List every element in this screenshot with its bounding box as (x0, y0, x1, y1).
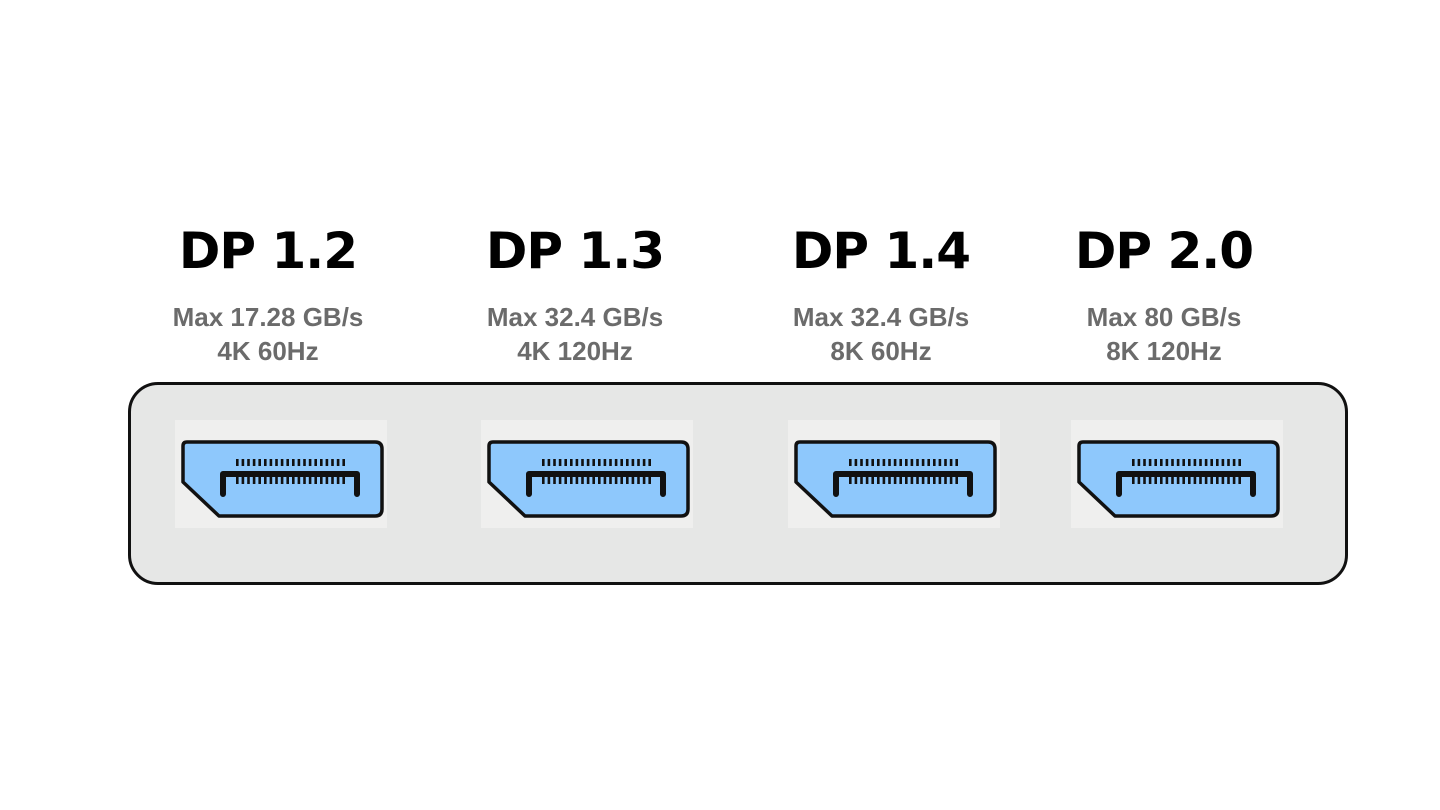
version-dp-1-3: DP 1.3 Max 32.4 GB/s 4K 120Hz (425, 222, 725, 368)
displayport-icon (1077, 440, 1280, 518)
version-dp-1-2: DP 1.2 Max 17.28 GB/s 4K 60Hz (118, 222, 418, 368)
displayport-icon (181, 440, 384, 518)
bandwidth-label: Max 17.28 GB/s (172, 302, 364, 332)
resolution-label: 8K 120Hz (1106, 336, 1222, 366)
bandwidth-label: Max 32.4 GB/s (792, 302, 970, 332)
port-tile-dp-1-2 (175, 420, 387, 528)
port-tile-dp-1-4 (788, 420, 1000, 528)
displayport-icon (794, 440, 997, 518)
bandwidth-label: Max 80 GB/s (1086, 302, 1242, 332)
bandwidth-label: Max 32.4 GB/s (486, 302, 664, 332)
version-title: DP 1.4 (791, 222, 971, 280)
version-title: DP 1.2 (178, 222, 358, 280)
port-tile-dp-1-3 (481, 420, 693, 528)
version-title: DP 1.3 (485, 222, 665, 280)
resolution-label: 4K 120Hz (517, 336, 633, 366)
version-dp-1-4: DP 1.4 Max 32.4 GB/s 8K 60Hz (731, 222, 1031, 368)
resolution-label: 4K 60Hz (217, 336, 319, 366)
resolution-label: 8K 60Hz (830, 336, 932, 366)
displayport-icon (487, 440, 690, 518)
version-dp-2-0: DP 2.0 Max 80 GB/s 8K 120Hz (1014, 222, 1314, 368)
port-tile-dp-2-0 (1071, 420, 1283, 528)
version-title: DP 2.0 (1074, 222, 1254, 280)
